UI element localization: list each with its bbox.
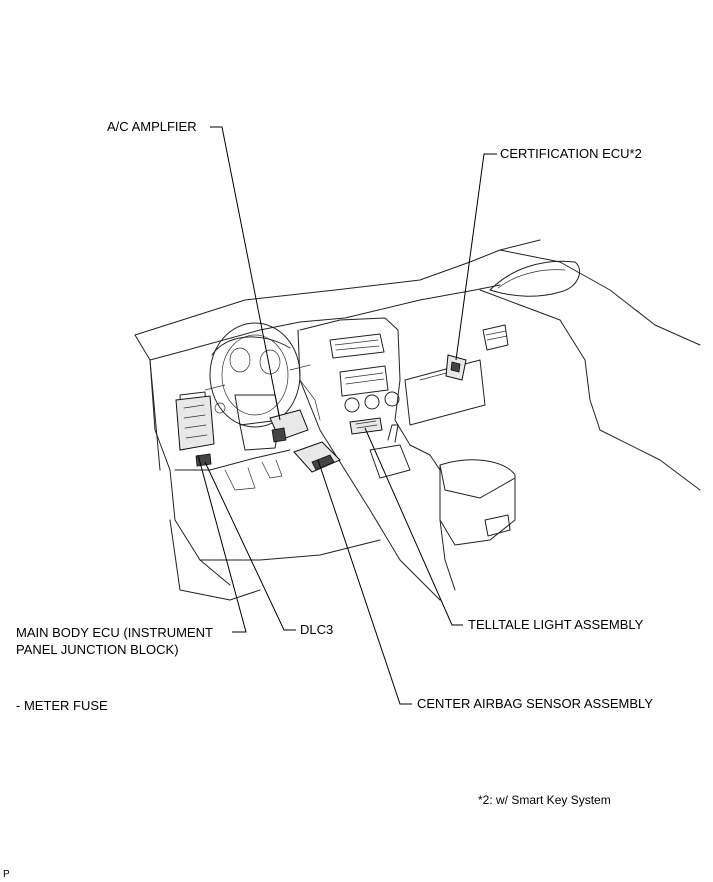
meter-fuse-label: - METER FUSE: [16, 698, 108, 713]
certification-ecu-part: [445, 354, 467, 381]
ac-amplifier-label: A/C AMPLFIER: [107, 119, 197, 134]
telltale-light-part: [349, 417, 383, 435]
telltale-light-assembly-label: TELLTALE LIGHT ASSEMBLY: [468, 617, 644, 632]
dlc3-label: DLC3: [300, 622, 334, 637]
leader-lines: [197, 126, 497, 705]
corner-mark: P: [3, 869, 10, 880]
dashboard-outline: [134, 239, 701, 601]
main-body-ecu-label-line2: PANEL JUNCTION BLOCK): [16, 642, 179, 657]
center-airbag-sensor-part: [293, 441, 341, 473]
ac-amplifier-part: [269, 409, 309, 443]
certification-ecu-label: CERTIFICATION ECU*2: [500, 146, 642, 161]
main-body-ecu-label-line1: MAIN BODY ECU (INSTRUMENT: [16, 625, 213, 640]
center-airbag-sensor-label: CENTER AIRBAG SENSOR ASSEMBLY: [417, 696, 653, 711]
footnote: *2: w/ Smart Key System: [478, 793, 611, 807]
main-body-ecu-part: [175, 395, 215, 451]
